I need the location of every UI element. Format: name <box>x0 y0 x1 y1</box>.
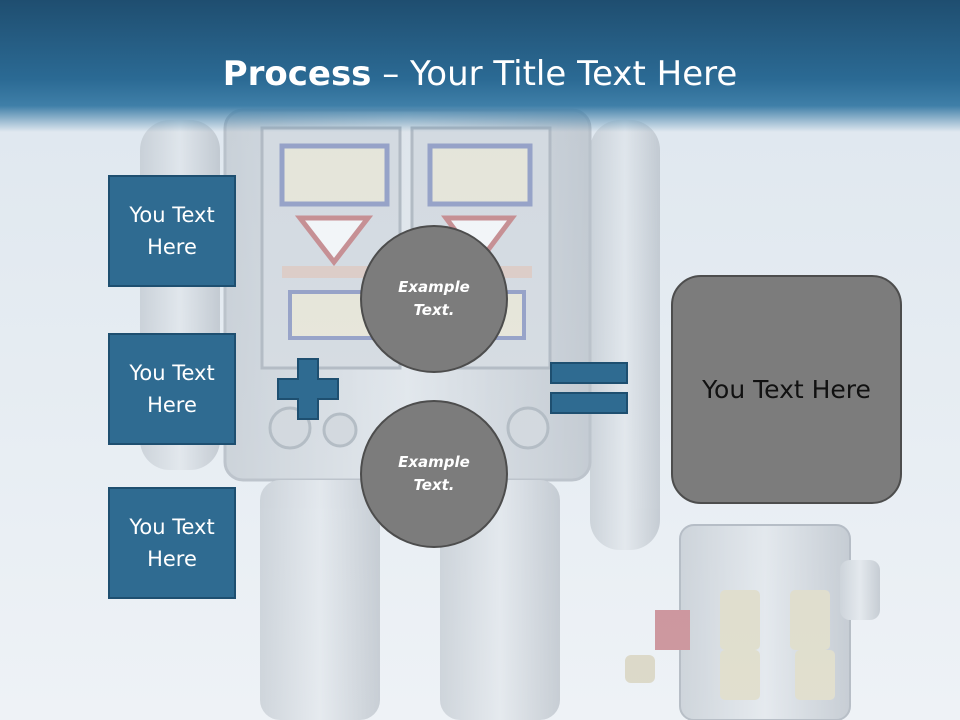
header-bar <box>0 0 960 132</box>
equals-icon <box>550 362 628 414</box>
left-box-1-label: You Text Here <box>129 203 215 259</box>
left-box-1: You Text Here <box>108 175 236 287</box>
left-box-2: You Text Here <box>108 333 236 445</box>
example-circle-2-label: Example Text. <box>398 453 470 494</box>
result-box: You Text Here <box>671 275 902 504</box>
example-circle-1-label: Example Text. <box>398 278 470 319</box>
left-box-2-label: You Text Here <box>129 361 215 417</box>
plus-icon <box>277 358 339 420</box>
result-box-label: You Text Here <box>702 375 871 404</box>
title-rest: – Your Title Text Here <box>371 54 738 94</box>
slide-title: Process – Your Title Text Here <box>0 52 960 96</box>
left-box-3-label: You Text Here <box>129 515 215 571</box>
title-bold: Process <box>222 54 372 94</box>
left-box-3: You Text Here <box>108 487 236 599</box>
example-circle-1: Example Text. <box>360 225 508 373</box>
example-circle-2: Example Text. <box>360 400 508 548</box>
